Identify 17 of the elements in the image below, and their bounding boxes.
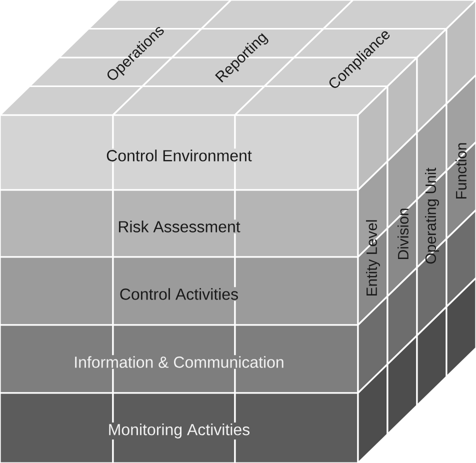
- unit-slab: Entity Level: [357, 85, 388, 463]
- node-label: Control Activities: [120, 288, 238, 300]
- node-label: Control Environment: [106, 150, 252, 162]
- layer-band: Control Activities: [0, 256, 359, 326]
- layer-band: Information & Communication: [0, 324, 359, 394]
- layer-band: Risk Assessment: [0, 189, 359, 258]
- node-label: Operating Unit: [425, 168, 439, 264]
- unit-slab: Division: [386, 56, 418, 436]
- layer-band: Control Environment: [0, 114, 359, 191]
- node-label: Function: [456, 143, 467, 199]
- layer-band: Monitoring Activities: [0, 392, 359, 463]
- unit-slab: Operating Unit: [416, 28, 448, 406]
- node-label: Risk Assessment: [118, 220, 240, 232]
- node-label: Monitoring Activities: [109, 424, 250, 438]
- unit-slab: Function: [446, 0, 476, 378]
- node-label: Division: [398, 208, 409, 260]
- node-label: Entity Level: [366, 220, 380, 296]
